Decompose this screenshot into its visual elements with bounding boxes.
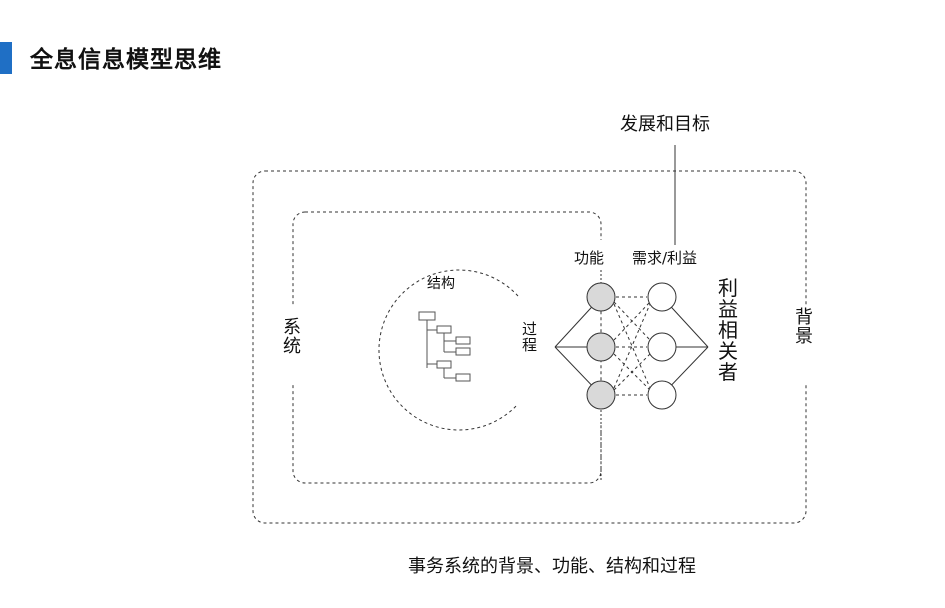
stakeholder-label: 利益相关者: [718, 276, 738, 384]
caption: 事务系统的背景、功能、结构和过程: [408, 556, 696, 577]
tree-structure-icon: [418, 311, 471, 382]
function-node: [586, 282, 616, 312]
structure-circle: [378, 269, 519, 431]
network-edges: [554, 296, 709, 396]
process-label: 过程: [522, 320, 537, 354]
network-dashed-edges: [613, 296, 651, 396]
page-title: 全息信息模型思维: [30, 47, 222, 73]
title-accent-bar: [0, 42, 12, 74]
demand-node: [647, 332, 677, 362]
structure-label: 结构: [427, 276, 455, 292]
demand-node: [647, 282, 677, 312]
function-node: [586, 332, 616, 362]
system-label: 系统: [283, 317, 301, 357]
background-boundary: [252, 170, 807, 524]
goal-label: 发展和目标: [620, 114, 710, 135]
background-label: 背景: [795, 307, 813, 347]
demand-node: [647, 380, 677, 410]
function-nodes: [586, 282, 616, 410]
function-node: [586, 380, 616, 410]
demand-nodes: [647, 282, 677, 410]
demand-label: 需求/利益: [632, 249, 697, 267]
function-label: 功能: [574, 249, 604, 267]
